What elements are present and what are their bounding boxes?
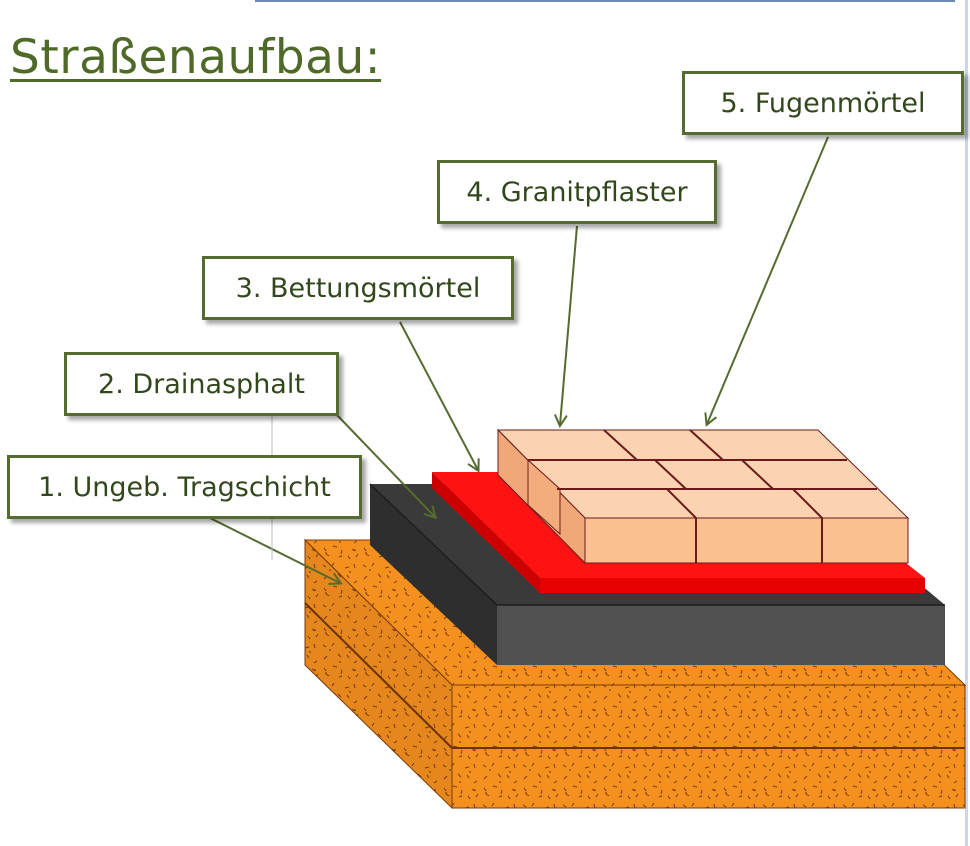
- arrow-layer-1: [209, 517, 340, 583]
- arrow-layer-3: [399, 321, 478, 470]
- layer-4-granite-paving: [496, 428, 910, 565]
- arrow-layer-5: [707, 136, 829, 424]
- arrow-layer-4: [560, 225, 578, 425]
- label-layer-2: 2. Drainasphalt: [64, 352, 339, 416]
- leader-arrows: [209, 136, 829, 583]
- label-layer-4: 4. Granitpflaster: [437, 160, 717, 224]
- label-layer-5: 5. Fugenmörtel: [682, 71, 964, 135]
- right-divider: [965, 0, 968, 846]
- top-divider: [255, 0, 955, 2]
- label-layer-3: 3. Bettungsmörtel: [202, 256, 514, 320]
- arrow-layer-2: [336, 414, 435, 517]
- page-title: Straßenaufbau:: [10, 30, 382, 85]
- layer-5-joint-mortar: [528, 429, 877, 563]
- label-layer-1: 1. Ungeb. Tragschicht: [7, 455, 362, 519]
